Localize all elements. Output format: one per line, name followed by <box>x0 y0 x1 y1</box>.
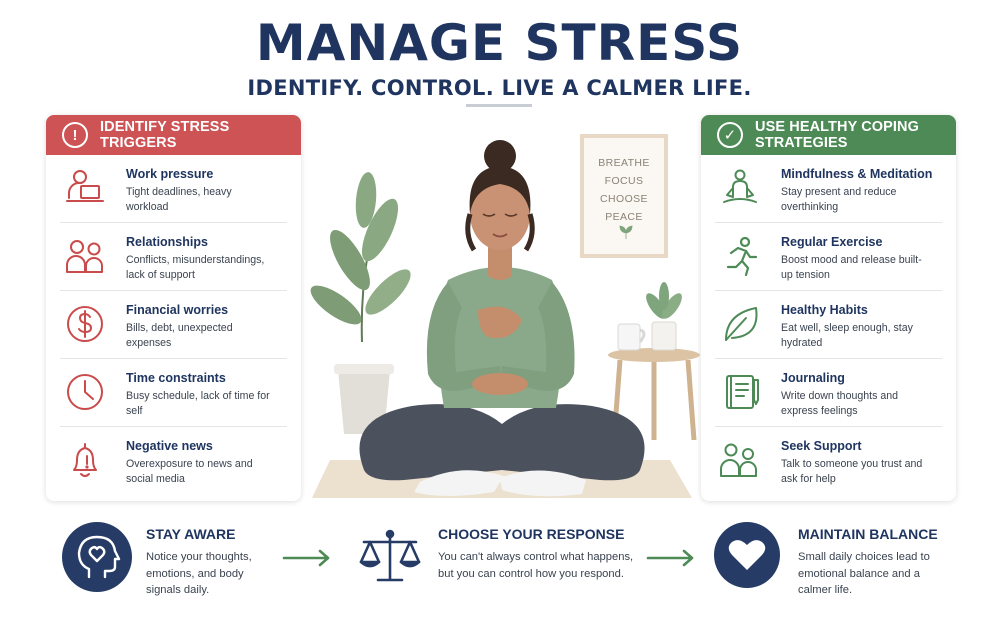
trigger-title: Work pressure <box>126 167 214 181</box>
trigger-desc: Bills, debt, unexpected expenses <box>126 322 233 349</box>
strategy-title: Mindfulness & Meditation <box>781 167 933 181</box>
trigger-title: Financial worries <box>126 303 229 317</box>
frame-line-peace: PEACE <box>605 211 643 223</box>
trigger-title: Time constraints <box>126 371 226 385</box>
stay-aware-item: STAY AWARE Notice your thoughts, emotion… <box>62 522 272 612</box>
arrow-right-icon <box>282 549 330 567</box>
alert-circle-icon: ! <box>62 122 88 148</box>
strategy-item-mindfulness: Mindfulness & Meditation Stay present an… <box>715 155 942 223</box>
trigger-title: Relationships <box>126 235 208 249</box>
clock-icon <box>60 369 110 415</box>
frame-leaf-icon <box>619 225 633 239</box>
strategy-desc: Stay present and reduce overthinking <box>781 186 897 213</box>
maintain-balance-title: MAINTAIN BALANCE <box>798 526 938 542</box>
woman-figure <box>359 140 645 497</box>
trigger-item-news: Negative news Overexposure to news and s… <box>60 427 287 495</box>
stress-triggers-header: ! IDENTIFY STRESS TRIGGERS <box>46 115 301 155</box>
trigger-desc: Tight deadlines, heavy workload <box>126 186 232 213</box>
strategy-item-support: Seek Support Talk to someone you trust a… <box>715 427 942 495</box>
strategy-desc: Boost mood and release built-up tension <box>781 254 922 281</box>
stress-triggers-panel: ! IDENTIFY STRESS TRIGGERS Work pressure… <box>46 115 301 501</box>
trigger-desc: Conflicts, misunderstandings, lack of su… <box>126 254 265 281</box>
strategy-title: Journaling <box>781 371 845 385</box>
strategy-desc: Write down thoughts and express feelings <box>781 390 898 417</box>
page-title: MANAGE STRESS <box>255 14 744 72</box>
heart-icon <box>714 522 780 588</box>
stay-aware-desc: Notice your thoughts, emotions, and body… <box>146 551 252 596</box>
side-table <box>608 282 700 441</box>
strategy-desc: Eat well, sleep enough, stay hydrated <box>781 322 913 349</box>
arrow-right-icon <box>646 549 694 567</box>
stress-triggers-heading: IDENTIFY STRESS TRIGGERS <box>100 119 230 151</box>
maintain-balance-desc: Small daily choices lead to emotional ba… <box>798 551 930 596</box>
scales-icon <box>352 522 428 592</box>
trigger-item-time: Time constraints Busy schedule, lack of … <box>60 359 287 427</box>
leaf-icon <box>715 301 765 347</box>
choose-response-item: CHOOSE YOUR RESPONSE You can't always co… <box>352 522 638 612</box>
coping-strategies-heading: USE HEALTHY COPING STRATEGIES <box>755 119 920 151</box>
coping-strategies-header: ✓ USE HEALTHY COPING STRATEGIES <box>701 115 956 155</box>
subtitle-divider <box>466 104 532 107</box>
trigger-item-work: Work pressure Tight deadlines, heavy wor… <box>60 155 287 223</box>
strategy-title: Seek Support <box>781 439 862 453</box>
strategy-title: Regular Exercise <box>781 235 883 249</box>
potted-plant-large <box>310 172 411 434</box>
trigger-title: Negative news <box>126 439 213 453</box>
maintain-balance-item: MAINTAIN BALANCE Small daily choices lea… <box>714 522 938 612</box>
motivation-frame: BREATHE FOCUS CHOOSE PEACE <box>580 134 668 258</box>
coping-strategies-panel: ✓ USE HEALTHY COPING STRATEGIES Mindfuln… <box>701 115 956 501</box>
page-subtitle: IDENTIFY. CONTROL. LIVE A CALMER LIFE. <box>247 76 752 100</box>
strategy-item-exercise: Regular Exercise Boost mood and release … <box>715 223 942 291</box>
frame-line-choose: CHOOSE <box>600 193 648 205</box>
dollar-coin-icon <box>60 301 110 347</box>
frame-line-breathe: BREATHE <box>598 157 650 169</box>
frame-line-focus: FOCUS <box>604 175 644 187</box>
head-heart-icon <box>62 522 132 592</box>
two-people-icon <box>60 233 110 279</box>
meditation-icon <box>715 165 765 211</box>
running-icon <box>715 233 765 279</box>
choose-response-title: CHOOSE YOUR RESPONSE <box>438 526 625 542</box>
trigger-desc: Overexposure to news and social media <box>126 458 253 485</box>
strategy-title: Healthy Habits <box>781 303 868 317</box>
trigger-desc: Busy schedule, lack of time for self <box>126 390 270 417</box>
support-people-icon <box>715 437 765 483</box>
bell-alert-icon <box>60 437 110 483</box>
trigger-item-relationships: Relationships Conflicts, misunderstandin… <box>60 223 287 291</box>
strategy-desc: Talk to someone you trust and ask for he… <box>781 458 923 485</box>
check-circle-icon: ✓ <box>717 122 743 148</box>
journal-icon <box>715 369 765 415</box>
choose-response-desc: You can't always control what happens, b… <box>438 551 634 580</box>
strategy-item-journaling: Journaling Write down thoughts and expre… <box>715 359 942 427</box>
meditating-woman-illustration <box>310 140 700 498</box>
trigger-item-financial: Financial worries Bills, debt, unexpecte… <box>60 291 287 359</box>
strategy-item-habits: Healthy Habits Eat well, sleep enough, s… <box>715 291 942 359</box>
person-laptop-icon <box>60 165 110 211</box>
stay-aware-title: STAY AWARE <box>146 526 236 542</box>
